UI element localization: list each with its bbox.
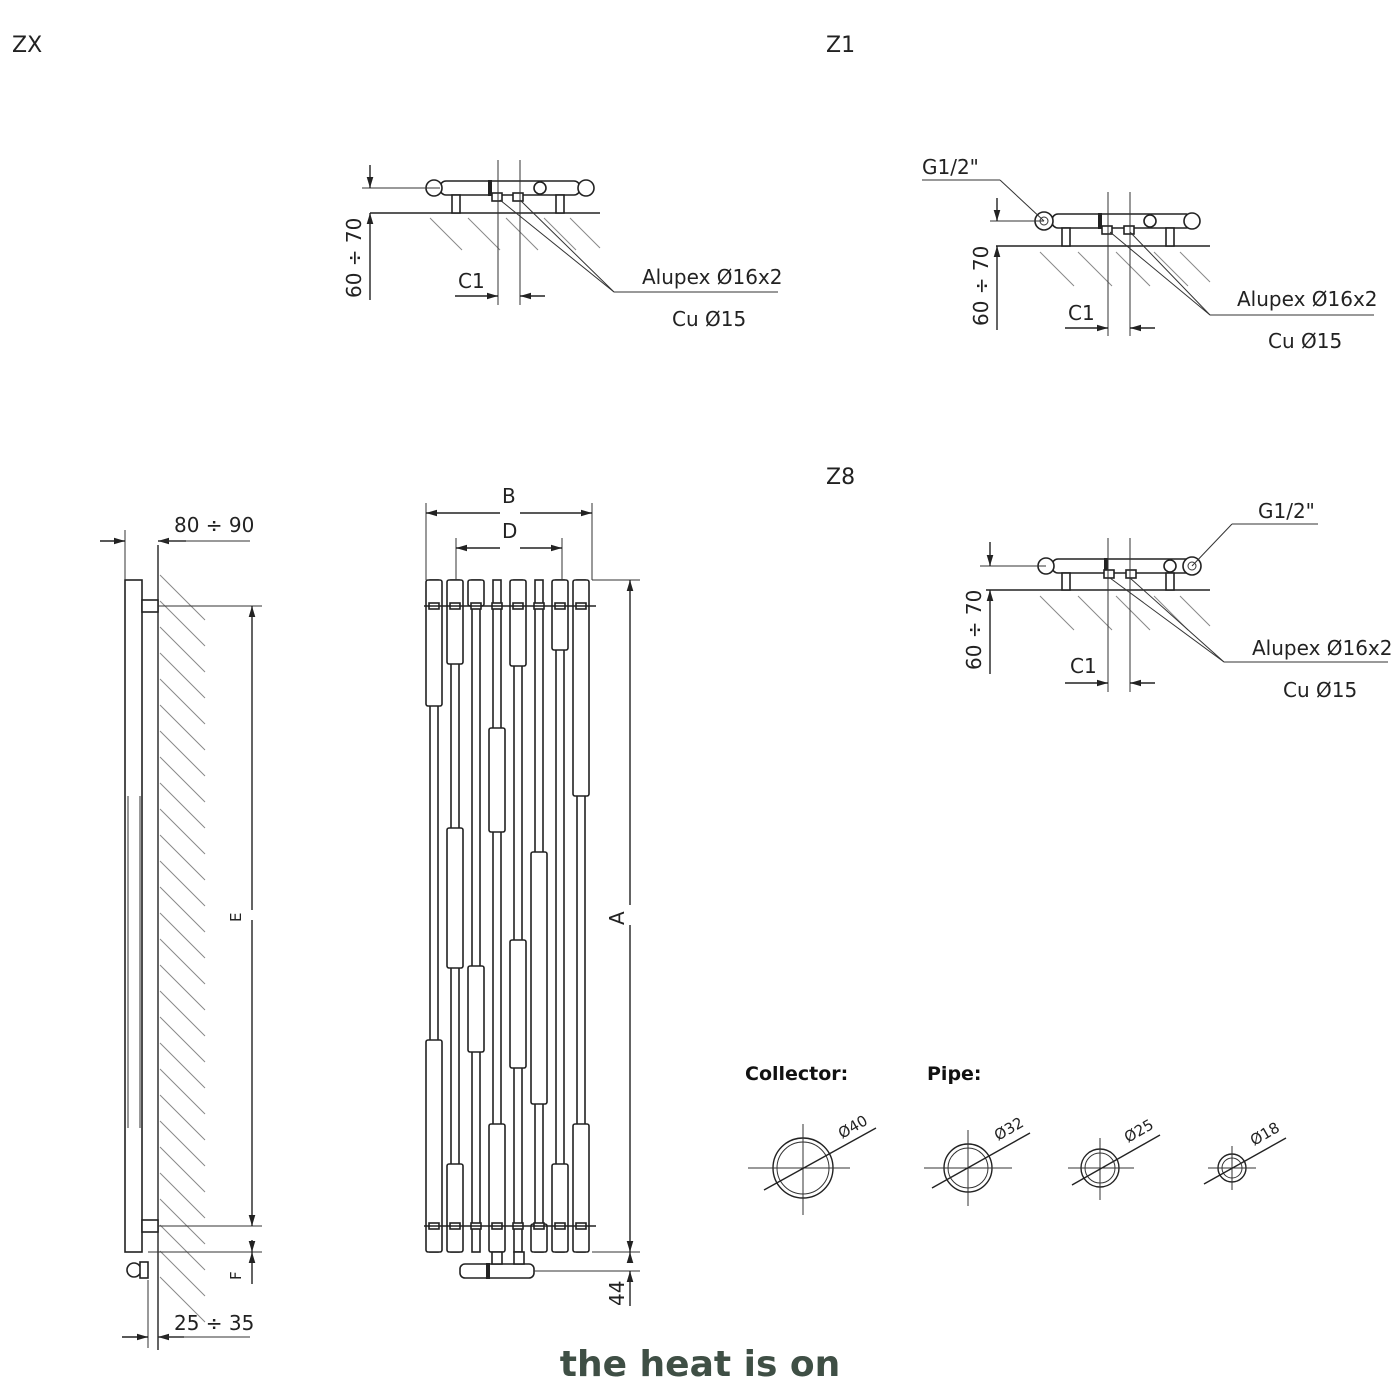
front-dim-d: D (502, 519, 517, 543)
zx-cu-label: Cu Ø15 (672, 307, 746, 331)
z8-alupex-label: Alupex Ø16x2 (1252, 636, 1393, 660)
z1-alupex-label: Alupex Ø16x2 (1237, 287, 1378, 311)
brand-logo: the heat is on (560, 1344, 841, 1385)
side-view: 80 ÷ 90 E F 25 ÷ 35 (100, 513, 262, 1350)
front-dim-a: A (605, 911, 629, 925)
z1-cu-label: Cu Ø15 (1268, 329, 1342, 353)
z1-thread-label: G1/2" (922, 155, 979, 179)
side-dim-e: E (227, 913, 245, 922)
zx-alupex-label: Alupex Ø16x2 (642, 265, 783, 289)
collector-title: Collector: (745, 1063, 848, 1085)
collector-d40: Ø40 (835, 1111, 871, 1142)
z8-cu-label: Cu Ø15 (1283, 678, 1357, 702)
side-gap-top-label: 80 ÷ 90 (174, 513, 254, 537)
front-dim-b: B (502, 484, 516, 508)
z8-connection-detail: 60 ÷ 70 C1 G1/2" Alupex Ø16x2 Cu Ø15 (962, 499, 1393, 702)
pipe-title: Pipe: (927, 1063, 982, 1085)
z1-connection-detail: 60 ÷ 70 C1 G1/2" Alupex Ø16x2 Cu Ø15 (922, 155, 1378, 353)
side-dim-f: F (227, 1271, 245, 1280)
zx-height-label: 60 ÷ 70 (342, 218, 366, 298)
section-label-z1: Z1 (826, 33, 855, 58)
z8-height-label: 60 ÷ 70 (962, 590, 986, 670)
z8-c1-label: C1 (1070, 654, 1097, 678)
zx-c1-label: C1 (458, 269, 485, 293)
front-dim-44: 44 (605, 1281, 629, 1306)
z1-c1-label: C1 (1068, 301, 1095, 325)
pipe-d25: Ø25 (1121, 1115, 1157, 1146)
front-view: B D A 44 (424, 484, 640, 1306)
side-gap-bottom-label: 25 ÷ 35 (174, 1311, 254, 1335)
pipe-d18: Ø18 (1247, 1118, 1283, 1149)
z8-thread-label: G1/2" (1258, 499, 1315, 523)
section-label-z8: Z8 (826, 465, 855, 490)
pipe-d32: Ø32 (991, 1113, 1027, 1144)
pipe-sizes: Collector: Pipe: Ø40 Ø32 Ø25 Ø18 (745, 1063, 1287, 1215)
section-label-zx: ZX (12, 33, 42, 58)
z1-height-label: 60 ÷ 70 (969, 246, 993, 326)
zx-connection-detail: 60 ÷ 70 C1 Alupex Ø16x2 Cu Ø15 (342, 160, 783, 331)
